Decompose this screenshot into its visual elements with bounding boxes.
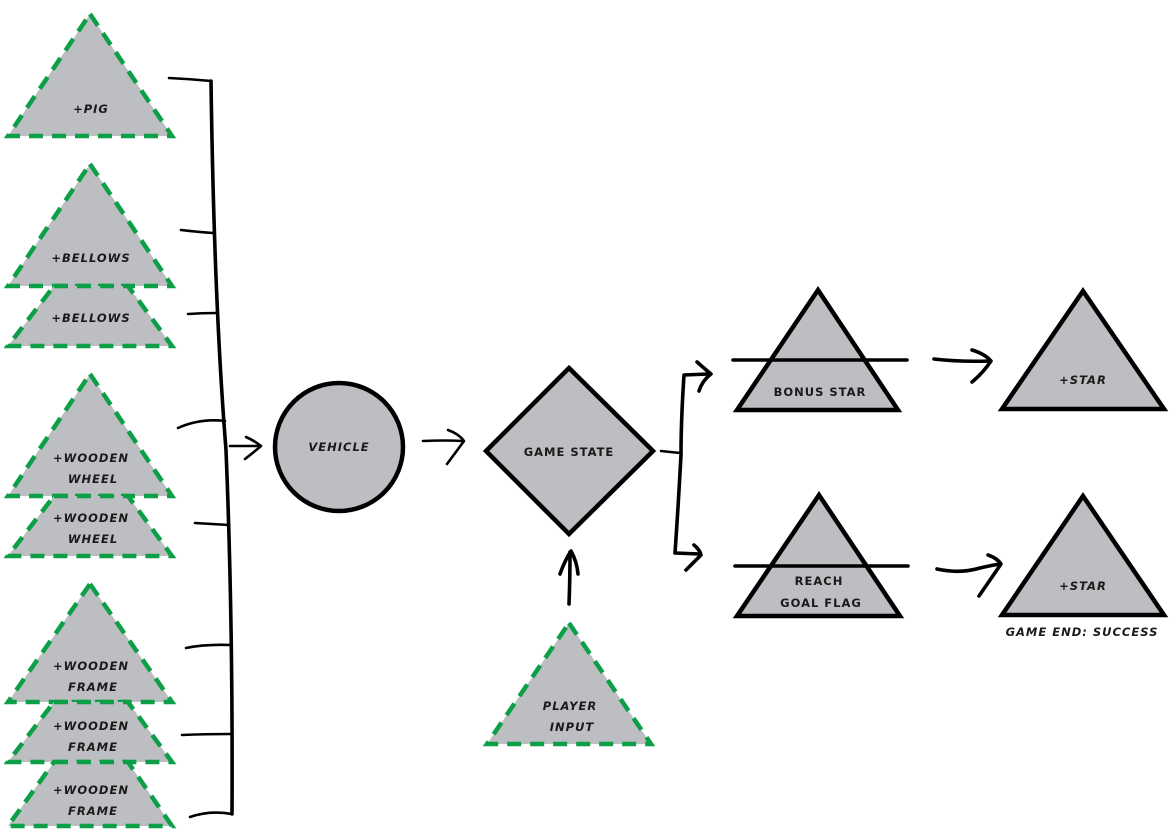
game-state-node[interactable]: GAME STATE — [482, 364, 657, 538]
game-state-diamond — [482, 364, 657, 538]
edge-line — [932, 357, 992, 364]
edge-line — [421, 439, 465, 443]
bracket-spine — [209, 79, 234, 816]
gate-triangle — [732, 490, 905, 619]
input-node-wooden-wheel-1[interactable]: +WOODEN WHEEL — [3, 369, 177, 499]
edge-player-input-to-game-state — [558, 549, 580, 606]
vehicle-label: VEHICLE — [308, 440, 369, 454]
dashed-triangle-shape — [3, 493, 177, 559]
edge-line — [567, 550, 572, 606]
arrow-head-icon — [445, 428, 466, 466]
connector-bellows-1 — [179, 228, 215, 235]
branch-reach-goal-flag-result[interactable]: +STAR — [997, 492, 1169, 618]
connector-bellows-2 — [186, 311, 218, 316]
game-end-caption: GAME END: SUCCESS — [1006, 625, 1159, 639]
arrow-head-icon — [970, 348, 993, 384]
dashed-triangle-shape — [3, 283, 177, 349]
connector-pig — [167, 76, 213, 83]
connector-wooden-wheel-1 — [176, 419, 227, 430]
dashed-triangle-shape — [482, 618, 656, 747]
input-node-wooden-wheel-2[interactable]: +WOODEN WHEEL — [3, 493, 177, 559]
input-node-pig[interactable]: +PIG — [3, 9, 177, 139]
input-label: FRAME — [68, 680, 118, 694]
input-label: +WOODEN — [53, 783, 129, 797]
arrow-head-icon — [695, 360, 713, 393]
dashed-triangle-shape — [3, 580, 177, 705]
dashed-triangle-shape — [3, 369, 177, 499]
arrow-head-icon — [684, 543, 703, 572]
input-label: +BELLOWS — [51, 251, 130, 265]
input-node-bellows-2[interactable]: +BELLOWS — [3, 283, 177, 349]
arrow-head-icon — [977, 553, 1003, 598]
dashed-triangle-shape — [3, 9, 177, 139]
result-triangle — [997, 287, 1169, 412]
vehicle-circle — [272, 380, 406, 514]
gate-label: BONUS STAR — [774, 385, 867, 399]
input-label: +BELLOWS — [51, 311, 130, 325]
branch-bonus-star-result[interactable]: +STAR — [997, 287, 1169, 412]
arrow-head-icon — [243, 435, 263, 461]
edge-vehicle-to-game-state — [421, 428, 466, 466]
input-label: +WOODEN — [53, 659, 129, 673]
input-node-wooden-frame-1[interactable]: +WOODEN FRAME — [3, 580, 177, 705]
input-label: WHEEL — [68, 532, 118, 546]
connector-wooden-frame-2 — [180, 732, 233, 737]
dashed-triangle-shape — [3, 699, 177, 765]
gate-label: GOAL FLAG — [780, 596, 862, 610]
input-label: +WOODEN — [53, 511, 129, 525]
dashed-triangle-shape — [3, 759, 177, 829]
edge-reach-goal-flag-to-star — [935, 553, 1003, 598]
edge-line — [935, 562, 1002, 574]
result-triangle — [997, 492, 1169, 618]
gate-label: REACH — [795, 574, 844, 588]
gate-triangle — [732, 285, 903, 413]
player-input-label: PLAYER — [543, 699, 597, 713]
connector-wooden-wheel-2 — [193, 521, 231, 527]
vehicle-node[interactable]: VEHICLE — [272, 380, 406, 514]
branch-spine — [673, 372, 710, 556]
result-label: +STAR — [1059, 579, 1107, 593]
branch-reach-goal-flag[interactable]: REACH GOAL FLAG — [732, 490, 910, 619]
player-input-label: INPUT — [550, 720, 595, 734]
player-input-node[interactable]: PLAYER INPUT — [482, 618, 656, 747]
input-node-wooden-frame-3[interactable]: +WOODEN FRAME — [3, 759, 177, 829]
input-label: FRAME — [68, 740, 118, 754]
input-label: WHEEL — [68, 472, 118, 486]
input-label: +WOODEN — [53, 451, 129, 465]
input-label: +WOODEN — [53, 719, 129, 733]
arrow-head-icon — [558, 549, 580, 576]
game-state-branch — [659, 360, 713, 572]
input-label: +PIG — [73, 102, 109, 116]
connector-wooden-frame-3 — [188, 811, 234, 819]
result-label: +STAR — [1059, 373, 1107, 387]
connector-wooden-frame-1 — [184, 643, 233, 650]
input-label: FRAME — [68, 804, 118, 818]
stub — [659, 449, 682, 455]
game-state-label: GAME STATE — [524, 445, 615, 459]
dashed-triangle-shape — [3, 159, 177, 289]
branch-bonus-star[interactable]: BONUS STAR — [731, 285, 909, 413]
input-collector-bracket — [167, 76, 263, 819]
input-node-wooden-frame-2[interactable]: +WOODEN FRAME — [3, 699, 177, 765]
edge-bonus-star-to-star — [932, 348, 993, 384]
input-node-bellows-1[interactable]: +BELLOWS — [3, 159, 177, 289]
